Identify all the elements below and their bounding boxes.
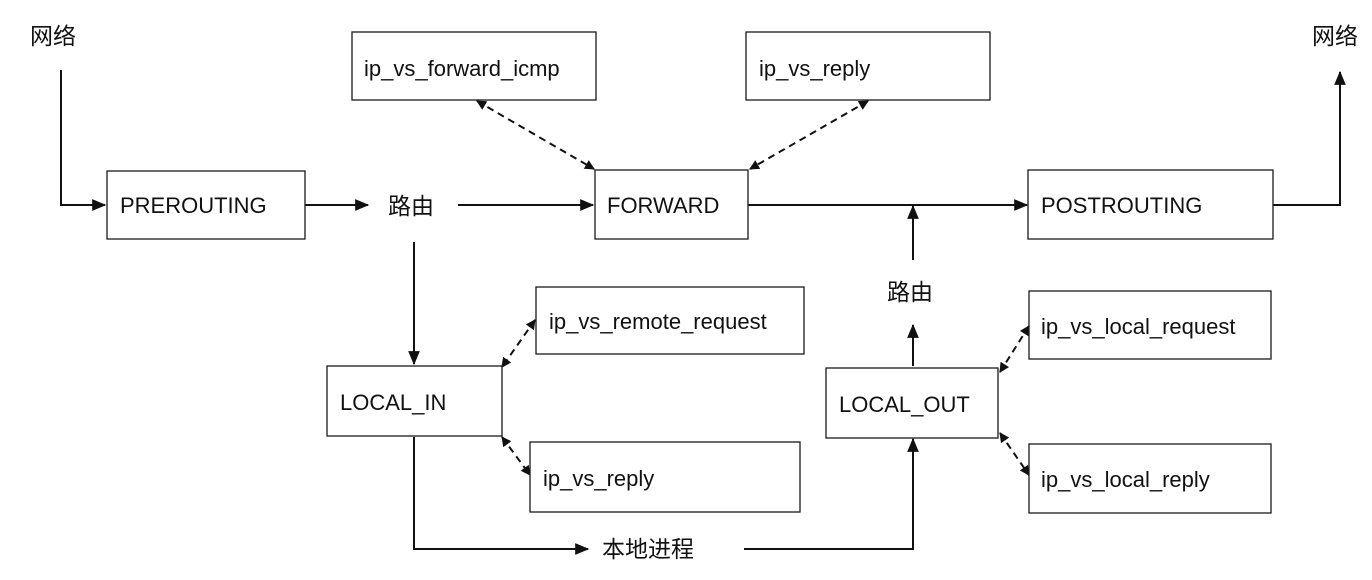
node-postrouting: POSTROUTING bbox=[1027, 169, 1274, 240]
node-ip-vs-local-reply: ip_vs_local_reply bbox=[1028, 443, 1272, 514]
label-network-out: 网络 bbox=[1312, 24, 1358, 50]
node-ip-vs-remote-request: ip_vs_remote_request bbox=[535, 286, 805, 355]
svg-text:ip_vs_forward_icmp: ip_vs_forward_icmp bbox=[364, 56, 560, 81]
svg-text:ip_vs_local_request: ip_vs_local_request bbox=[1041, 314, 1235, 339]
svg-text:FORWARD: FORWARD bbox=[607, 193, 719, 218]
label-network-in: 网络 bbox=[30, 24, 76, 50]
svg-text:ip_vs_remote_request: ip_vs_remote_request bbox=[549, 309, 767, 334]
node-ip-vs-forward-icmp: ip_vs_forward_icmp bbox=[351, 31, 597, 101]
node-local-in: LOCAL_IN bbox=[326, 365, 503, 437]
svg-text:POSTROUTING: POSTROUTING bbox=[1041, 193, 1202, 218]
svg-text:路由: 路由 bbox=[887, 280, 933, 306]
svg-text:ip_vs_reply: ip_vs_reply bbox=[759, 56, 870, 81]
node-forward: FORWARD bbox=[594, 169, 749, 240]
svg-text:本地进程: 本地进程 bbox=[602, 537, 694, 563]
label-route-1: 路由 bbox=[388, 194, 434, 220]
node-prerouting: PREROUTING bbox=[106, 170, 306, 240]
svg-text:路由: 路由 bbox=[388, 194, 434, 220]
edge-local-in-reply-hook bbox=[501, 436, 531, 476]
edge-local-in-remote-request-hook bbox=[501, 319, 536, 368]
edge-local-process-to-local-out bbox=[744, 437, 919, 550]
node-local-out: LOCAL_OUT bbox=[825, 367, 999, 439]
svg-text:LOCAL_IN: LOCAL_IN bbox=[340, 390, 446, 415]
edge-local-out-local-request-hook bbox=[999, 325, 1030, 373]
svg-text:LOCAL_OUT: LOCAL_OUT bbox=[839, 392, 970, 417]
edge-postrouting-to-network bbox=[1273, 70, 1346, 206]
label-route-2: 路由 bbox=[887, 280, 933, 306]
node-ip-vs-local-request: ip_vs_local_request bbox=[1028, 290, 1272, 360]
svg-text:网络: 网络 bbox=[30, 24, 76, 50]
edge-local-in-to-local-process bbox=[413, 437, 590, 555]
edge-forward-icmp-hook bbox=[476, 100, 595, 170]
node-ip-vs-reply-forward: ip_vs_reply bbox=[745, 31, 991, 101]
edge-local-out-local-reply-hook bbox=[999, 432, 1030, 476]
svg-text:网络: 网络 bbox=[1312, 24, 1358, 50]
node-ip-vs-reply-local-in: ip_vs_reply bbox=[529, 441, 801, 513]
svg-text:ip_vs_local_reply: ip_vs_local_reply bbox=[1041, 467, 1210, 492]
label-local-process: 本地进程 bbox=[602, 537, 694, 563]
svg-text:PREROUTING: PREROUTING bbox=[120, 193, 267, 218]
edge-forward-reply-hook bbox=[749, 100, 869, 170]
edge-network-to-prerouting bbox=[60, 70, 107, 211]
svg-text:ip_vs_reply: ip_vs_reply bbox=[543, 466, 654, 491]
